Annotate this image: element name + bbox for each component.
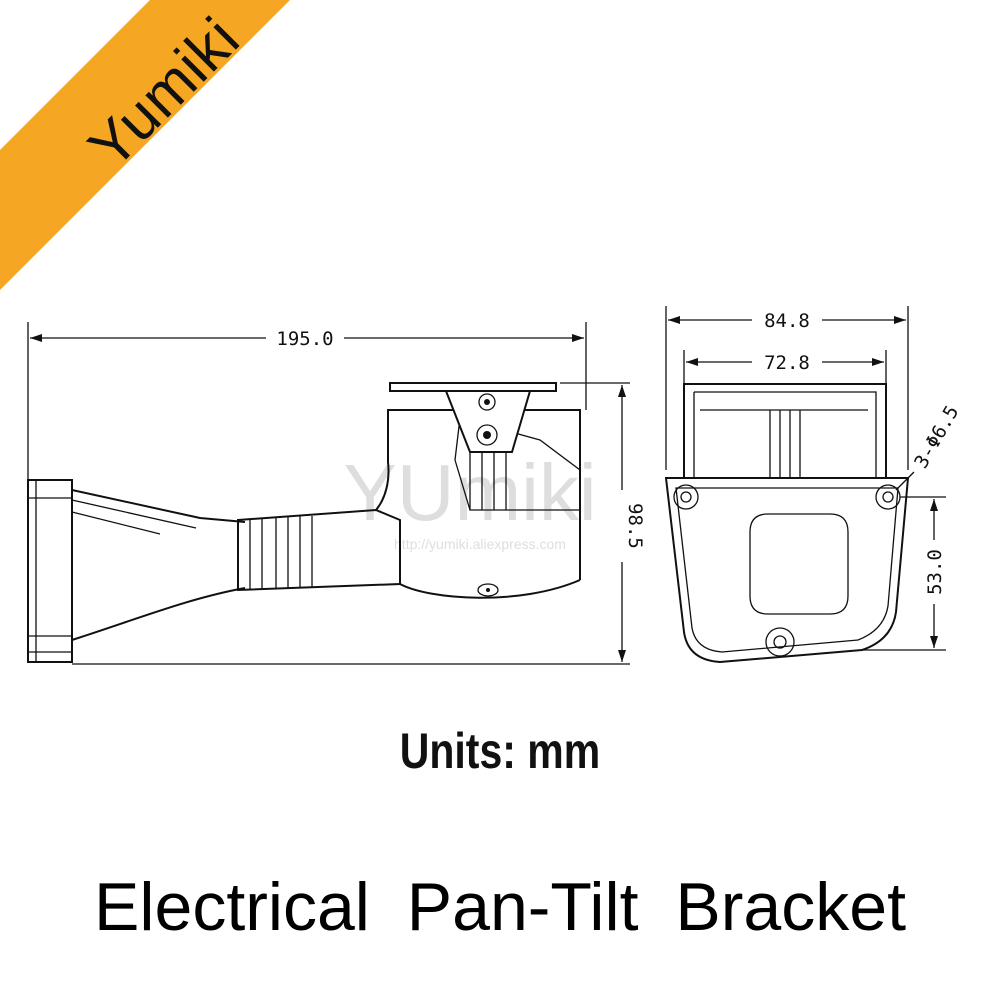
height-dimension: 98.5 — [72, 382, 646, 665]
front-top-housing — [683, 383, 887, 479]
ribbed-collar — [237, 508, 401, 592]
wall-plate — [27, 479, 73, 663]
dim-hole-spacing: 53.0 — [924, 549, 946, 595]
units-label: Units: mm — [399, 723, 601, 779]
dim-holes: 3-Φ6.5 — [910, 402, 963, 472]
hole-spacing-dimension: 53.0 — [862, 496, 946, 651]
inner-width-dimension: 72.8 — [683, 350, 887, 384]
dim-overall-length: 195.0 — [276, 328, 333, 350]
front-view: 84.8 72.8 — [664, 306, 963, 664]
watermark-url: http://yumiki.aliexpress.com — [394, 536, 566, 552]
tapered-arm — [71, 489, 246, 641]
side-view: 195.0 98.5 — [27, 322, 646, 665]
product-title: Electrical Pan-Tilt Bracket — [94, 869, 906, 945]
hole-callout: 3-Φ6.5 — [895, 402, 963, 491]
pan-tilt-head — [375, 382, 581, 599]
dim-overall-height: 98.5 — [624, 503, 646, 549]
brand-banner: Yumiki — [0, 0, 330, 330]
dim-inner-width: 72.8 — [764, 352, 810, 374]
front-base-plate — [664, 477, 910, 664]
outer-width-dimension: 84.8 — [665, 306, 909, 470]
length-dimension: 195.0 — [27, 322, 587, 480]
dim-outer-width: 84.8 — [764, 310, 810, 332]
